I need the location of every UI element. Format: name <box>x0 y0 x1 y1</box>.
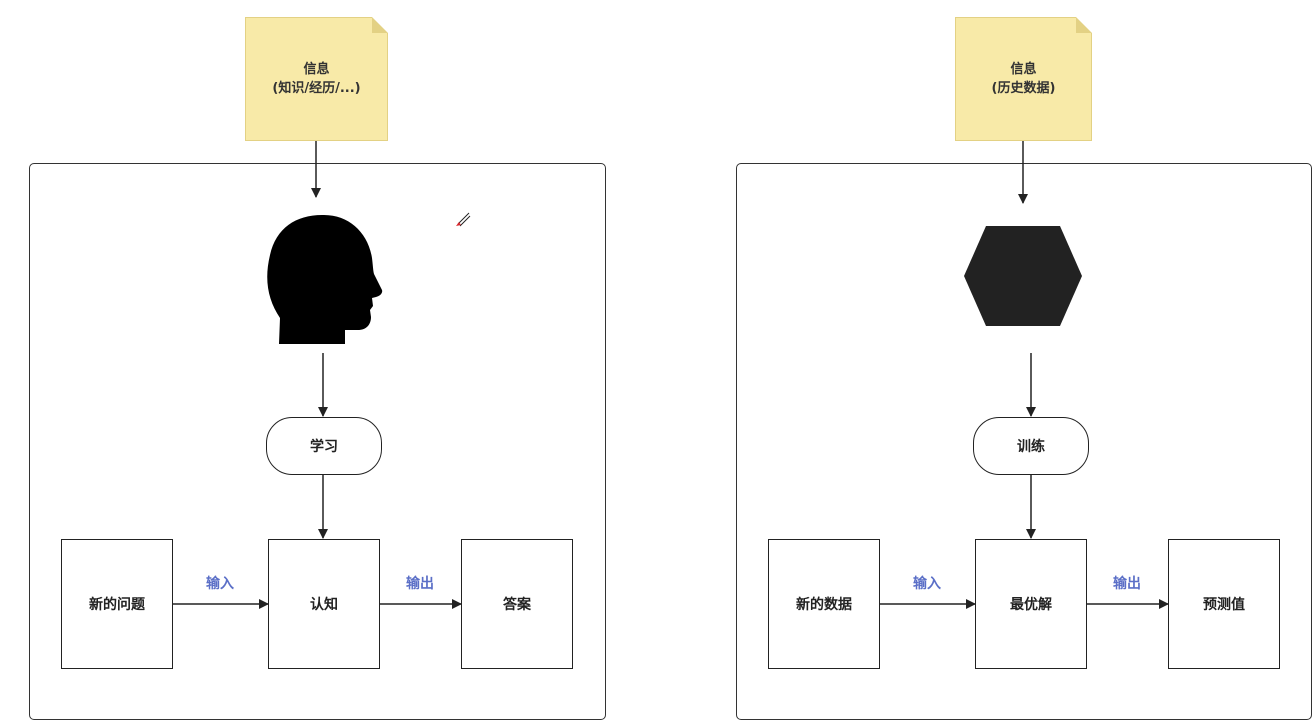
left-info-note: 信息 (知识/经历/...) <box>245 17 388 141</box>
right-info-note: 信息 (历史数据) <box>955 17 1092 141</box>
right-input-label: 输入 <box>913 576 941 592</box>
new-question-node: 新的问题 <box>61 539 173 669</box>
prediction-node: 预测值 <box>1168 539 1280 669</box>
train-node: 训练 <box>973 417 1089 475</box>
right-output-label: 输出 <box>1113 576 1141 592</box>
right-info-title: 信息 <box>1010 62 1037 77</box>
note-fold-corner <box>1076 17 1092 33</box>
answer-node: 答案 <box>461 539 573 669</box>
right-info-subtitle: (历史数据) <box>991 81 1056 96</box>
left-input-label: 输入 <box>206 576 234 592</box>
left-info-subtitle: (知识/经历/...) <box>272 81 361 96</box>
left-info-title: 信息 <box>303 62 330 77</box>
new-data-node: 新的数据 <box>768 539 880 669</box>
learn-node: 学习 <box>266 417 382 475</box>
hexagon-icon <box>964 226 1082 326</box>
pen-cursor-icon <box>456 212 471 227</box>
cognition-node: 认知 <box>268 539 380 669</box>
optimal-solution-node: 最优解 <box>975 539 1087 669</box>
human-head-silhouette-icon <box>267 214 383 344</box>
note-fold-corner <box>372 17 388 33</box>
left-output-label: 输出 <box>406 576 434 592</box>
